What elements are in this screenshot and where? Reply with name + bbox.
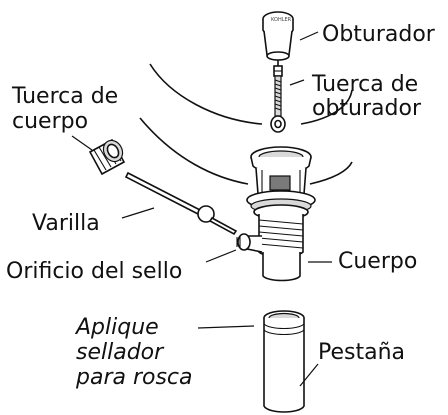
label-tuerca-cuerpo-line2: cuerpo: [12, 109, 88, 134]
leader-tuerca-obturador: [289, 79, 305, 86]
flange-part: [263, 310, 305, 413]
label-tuerca-obturador-line2: obturador: [312, 96, 422, 121]
basin-outline: [139, 63, 353, 185]
label-orificio-del-sello: Orificio del sello: [6, 259, 182, 284]
stopper-part: KOHLER: [262, 11, 294, 66]
body-nut-part: [88, 138, 126, 176]
leader-pestana: [299, 363, 319, 387]
label-varilla: Varilla: [32, 211, 100, 236]
stopper-nut-part: [270, 65, 286, 133]
stopper-logo: KOHLER: [271, 17, 292, 23]
leader-orificio: [205, 249, 237, 263]
label-aplique-line3: para rosca: [75, 365, 193, 390]
leader-aplique: [197, 325, 255, 329]
label-obturador: Obturador: [322, 22, 436, 47]
leader-obturador: [299, 31, 319, 41]
label-cuerpo: Cuerpo: [338, 249, 417, 274]
rod-part: [124, 171, 238, 236]
label-tuerca-cuerpo-line1: Tuerca de: [11, 84, 118, 109]
label-aplique-line1: Aplique: [74, 315, 159, 340]
leader-tuerca-cuerpo: [71, 135, 93, 151]
label-tuerca-obturador-line1: Tuerca de: [311, 72, 418, 97]
leader-varilla: [121, 207, 155, 219]
label-aplique-line2: sellador: [76, 340, 165, 365]
label-pestana: Pestaña: [318, 340, 405, 365]
leader-lines: [71, 31, 332, 387]
drain-body-part: [236, 146, 316, 282]
